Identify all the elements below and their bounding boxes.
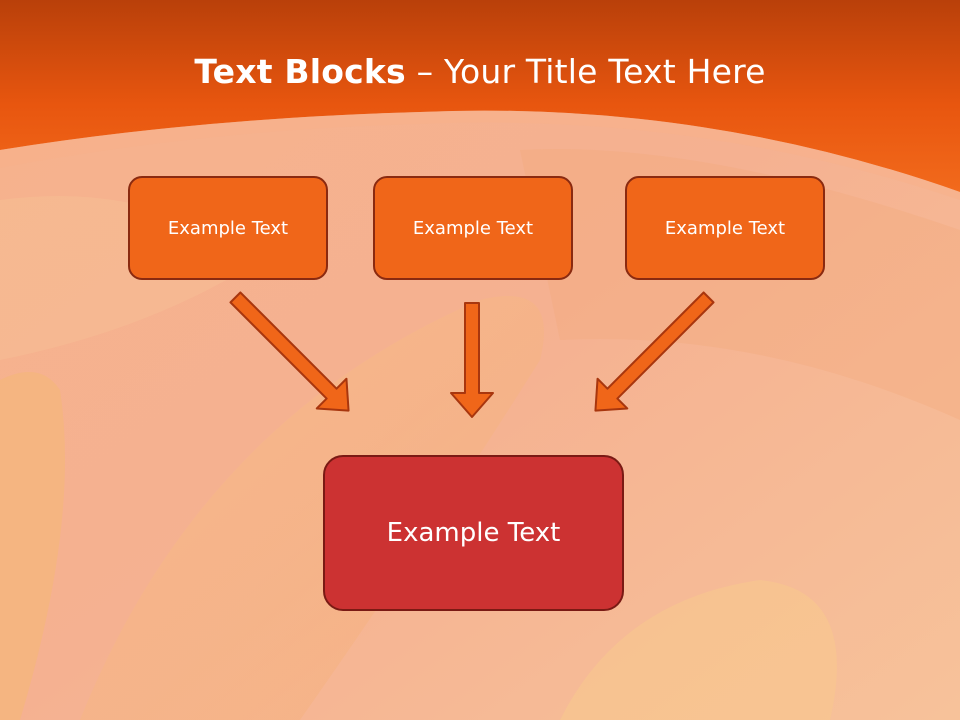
- arrow-left: [229, 291, 350, 412]
- arrow-right: [594, 291, 715, 412]
- arrow-center: [450, 302, 494, 418]
- text-block-center[interactable]: Example Text: [373, 176, 573, 280]
- title-rest: – Your Title Text Here: [405, 52, 766, 91]
- text-block-right[interactable]: Example Text: [625, 176, 825, 280]
- title-bold: Text Blocks: [194, 52, 406, 91]
- page-title: Text Blocks – Your Title Text Here: [0, 52, 960, 91]
- text-block-left[interactable]: Example Text: [128, 176, 328, 280]
- target-block[interactable]: Example Text: [323, 455, 624, 611]
